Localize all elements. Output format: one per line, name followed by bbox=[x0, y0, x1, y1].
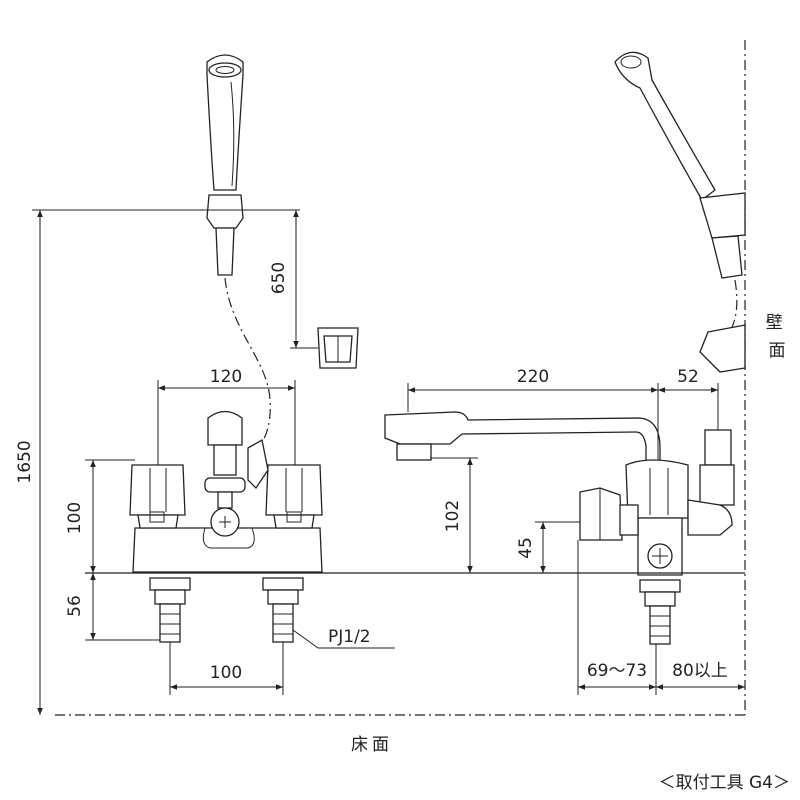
dim-handle-height-text: 100 bbox=[65, 502, 85, 534]
dim-handle-spacing: 120 bbox=[157, 367, 296, 465]
dim-shank-length: 56 bbox=[65, 573, 160, 641]
dim-body-height: 45 bbox=[516, 521, 580, 573]
side-hook-bracket bbox=[699, 324, 746, 373]
dim-hose-hook: 650 bbox=[269, 210, 318, 349]
dim-spout-reach-text: 220 bbox=[517, 367, 549, 387]
dim-wall-offsets: 69〜73 80以上 bbox=[577, 540, 745, 695]
thread-callout: PJ1/2 bbox=[292, 627, 395, 649]
dim-spout-reach: 220 bbox=[407, 367, 659, 460]
dim-total-height: 1650 bbox=[15, 209, 300, 715]
dim-inlet-spacing-text: 100 bbox=[210, 663, 242, 683]
dim-inlet-spacing: 100 bbox=[169, 642, 284, 695]
dim-total-height-text: 1650 bbox=[15, 440, 35, 483]
side-shower-head bbox=[614, 51, 746, 279]
wall-connector bbox=[687, 429, 735, 536]
side-fitting bbox=[579, 487, 639, 541]
spout bbox=[384, 411, 661, 463]
dim-spout-height: 102 bbox=[430, 457, 478, 573]
right-handle bbox=[265, 464, 323, 529]
dim-shank-length-text: 56 bbox=[65, 595, 85, 617]
front-body bbox=[132, 527, 323, 573]
left-inlet bbox=[149, 577, 191, 643]
side-inlet bbox=[639, 579, 681, 645]
left-handle bbox=[129, 464, 186, 529]
dim-spout-to-wall-text: 52 bbox=[677, 367, 699, 387]
mount-kit-label: ＜取付工具 G4＞ bbox=[659, 773, 790, 793]
side-view bbox=[384, 51, 746, 645]
thread-label: PJ1/2 bbox=[328, 627, 371, 647]
dim-handle-height: 100 bbox=[65, 459, 135, 573]
dim-hose-hook-text: 650 bbox=[269, 262, 289, 294]
dim-body-height-text: 45 bbox=[516, 537, 536, 559]
front-view bbox=[129, 54, 359, 643]
dim-handle-spacing-text: 120 bbox=[210, 367, 242, 387]
dim-wall-range-text: 69〜73 bbox=[587, 661, 647, 681]
hose-hook-bracket bbox=[317, 327, 359, 369]
front-shower-head bbox=[206, 54, 244, 276]
diverter bbox=[204, 410, 269, 537]
wall-label: 壁 面 bbox=[766, 313, 788, 361]
dim-spout-to-wall: 52 bbox=[658, 367, 719, 430]
dim-spout-height-text: 102 bbox=[443, 500, 463, 532]
floor-label: 床面 bbox=[351, 735, 393, 755]
dim-wall-clearance-text: 80以上 bbox=[672, 661, 728, 681]
